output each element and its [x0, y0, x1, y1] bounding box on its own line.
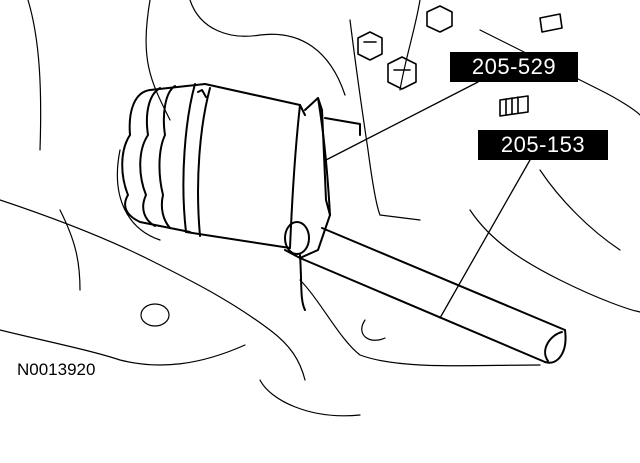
- boot-body: [182, 83, 306, 249]
- axle-shaft: [299, 227, 567, 364]
- figure-id: N0013920: [17, 360, 96, 379]
- boot-bellows: [121, 83, 206, 233]
- callout-label-205-153: 205-153: [478, 130, 608, 160]
- fasteners: [357, 5, 563, 117]
- callout-label-205-529: 205-529: [450, 52, 578, 82]
- clamp-tool: [284, 97, 361, 259]
- callout-leaders: [325, 81, 531, 319]
- background-structure: [0, 0, 640, 417]
